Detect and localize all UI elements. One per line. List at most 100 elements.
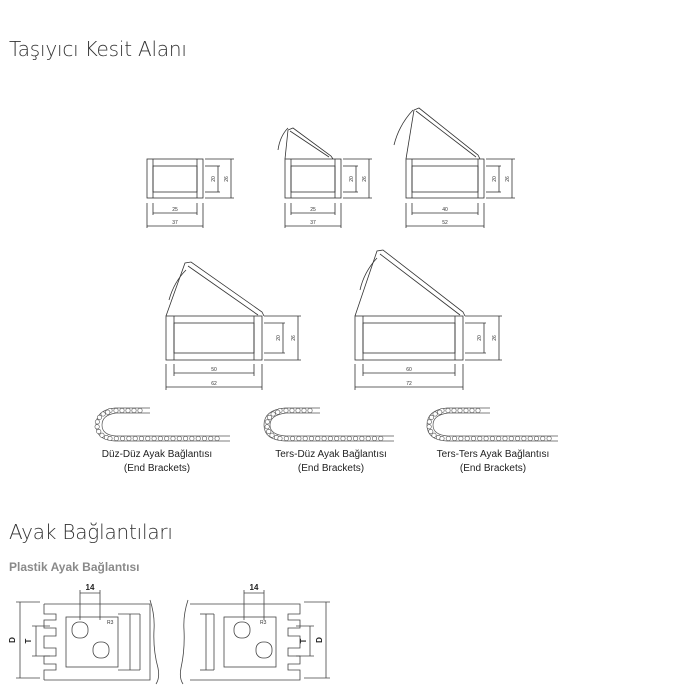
mounting-caption-1: Düz-Düz Ayak Bağlantısı (End Brackets) [82,448,232,476]
chain-link [546,435,552,441]
bracket-drawing-left [16,590,160,685]
chain-link [533,435,539,441]
chain-link [483,435,489,441]
chain-link [515,435,521,441]
chain-drawing-3 [426,407,558,442]
chain-link [277,435,283,441]
chain-links [94,407,552,441]
bracket-drawing-right [179,590,330,685]
chain-link [139,435,145,441]
profile-1-inner-width: 25 [172,207,178,213]
profile-3-inner-width: 40 [442,207,448,213]
bracket-left-width-label: 14 [86,583,95,592]
bracket-left-t-label: T [24,638,33,643]
chain-link [125,407,131,413]
profile-2-outer-height: 26 [362,176,368,182]
chain-link [126,435,132,441]
bracket-left-d-label: D [8,637,17,643]
profile-2-inner-width: 25 [310,207,316,213]
chain-link [145,435,151,441]
chain-link [113,407,119,413]
chain-link [170,435,176,441]
chain-link [327,435,333,441]
chain-link [96,428,102,434]
profile-1-outer-width: 37 [172,220,178,226]
chain-link [295,407,301,413]
chain-link [120,435,126,441]
profile-3-inner-height: 20 [492,176,498,182]
profile-2-outer-width: 37 [310,220,316,226]
chain-link [302,435,308,441]
bracket-right-width-label: 14 [250,583,259,592]
profile-4-inner-height: 20 [276,335,282,341]
chain-link [275,409,281,415]
chain-link [371,435,377,441]
chain-link [264,419,270,425]
profile-drawing-1 [146,158,234,228]
chain-link [269,432,275,438]
profile-1-outer-height: 26 [224,176,230,182]
chain-link [183,435,189,441]
chain-link [99,432,105,438]
chain-link [437,409,443,415]
chain-link [428,428,434,434]
chain-link [432,411,438,417]
chain-link [137,407,143,413]
bracket-right-radius-label: R3 [260,620,267,626]
chain-link [270,411,276,417]
mounting-caption-3: Ters-Ters Ayak Bağlantısı (End Brackets) [418,448,568,476]
chain-link [470,435,476,441]
chain-link [353,435,359,441]
chain-link [439,435,445,441]
chain-link [445,435,451,441]
chain-link [289,407,295,413]
chain-link [100,411,106,417]
profile-3-outer-width: 52 [442,220,448,226]
chain-link [521,435,527,441]
chain-link [359,435,365,441]
chain-link [445,407,451,413]
profile-3-outer-height: 26 [505,176,511,182]
chain-link [463,407,469,413]
chain-link [208,435,214,441]
plastic-bracket-subtitle: Plastik Ayak Bağlantısı [9,560,140,574]
chain-link [457,407,463,413]
profile-5-outer-width: 72 [406,381,412,387]
chain-link [189,435,195,441]
profile-drawing-4 [165,261,301,390]
chain-link [365,435,371,441]
chain-link [283,407,289,413]
chain-link [469,407,475,413]
profile-1-inner-height: 20 [211,176,217,182]
profile-drawing-3 [393,107,515,228]
chain-link [431,432,437,438]
chain-link [464,435,470,441]
chain-link [264,424,270,430]
chain-link [214,435,220,441]
mounting-name-1: Düz-Düz Ayak Bağlantısı [101,449,213,460]
chain-link [477,435,483,441]
chain-link [132,435,138,441]
chain-link [540,435,546,441]
chain-link [290,435,296,441]
cross-section-title: Taşıyıcı Kesit Alanı [9,37,187,61]
chain-link [452,435,458,441]
chain-link [283,435,289,441]
chain-link [426,424,432,430]
mounting-sub-2: (End Brackets) [297,463,365,474]
profile-4-outer-height: 26 [291,335,297,341]
chain-link [164,435,170,441]
chain-link [508,435,514,441]
chain-link [94,424,100,430]
chain-link [308,435,314,441]
brackets-title: Ayak Bağlantıları [9,520,173,544]
chain-link [157,435,163,441]
chain-link [105,409,111,415]
profile-drawing-5 [354,249,502,390]
profile-5-inner-width: 60 [406,367,412,373]
chain-link [475,407,481,413]
chain-link [113,435,119,441]
profile-2-inner-height: 20 [349,176,355,182]
profile-4-outer-width: 62 [211,381,217,387]
